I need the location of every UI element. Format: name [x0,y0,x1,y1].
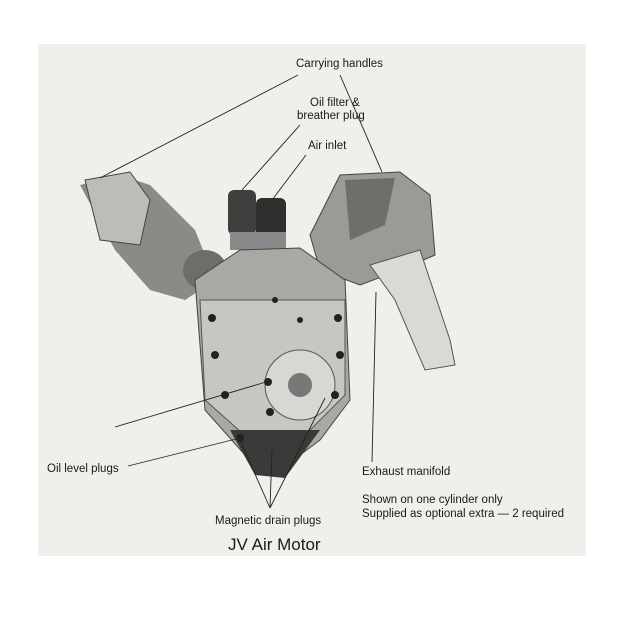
leader-oil-level-2 [127,437,241,467]
leader-drain-2 [269,449,273,509]
label-exhaust-manifold: Exhaust manifold [362,466,451,478]
label-oil-level-plugs: Oil level plugs [47,463,119,475]
leader-carrying-handle-right [339,74,383,173]
leader-lines [99,74,383,509]
oil-sump [230,430,320,478]
label-oil-filter-line1: Oil filter & [310,97,360,109]
exhaust-manifold-pipe [369,249,456,371]
right-carrying-handle [345,178,395,240]
engine-drawing [80,171,456,478]
leader-drain-1 [239,439,271,509]
oil-filter-plug [228,190,256,235]
leader-oil-level-1 [114,381,267,428]
label-magnetic-drain-plugs: Magnetic drain plugs [215,515,322,527]
label-air-inlet: Air inlet [308,140,347,152]
label-note-line2: Supplied as optional extra — 2 required [362,508,565,520]
leader-exhaust-manifold [371,291,377,463]
label-oil-filter-line2: breather plug [297,110,365,122]
leader-air-inlet [271,154,307,201]
leader-carrying-handle-left [99,74,299,179]
leader-drain-3 [269,397,326,509]
leader-oil-filter [241,124,301,191]
label-carrying-handles: Carrying handles [296,58,383,70]
figure-title: JV Air Motor [228,535,321,554]
label-note-line1: Shown on one cylinder only [362,494,503,506]
left-carrying-handle [84,171,151,246]
